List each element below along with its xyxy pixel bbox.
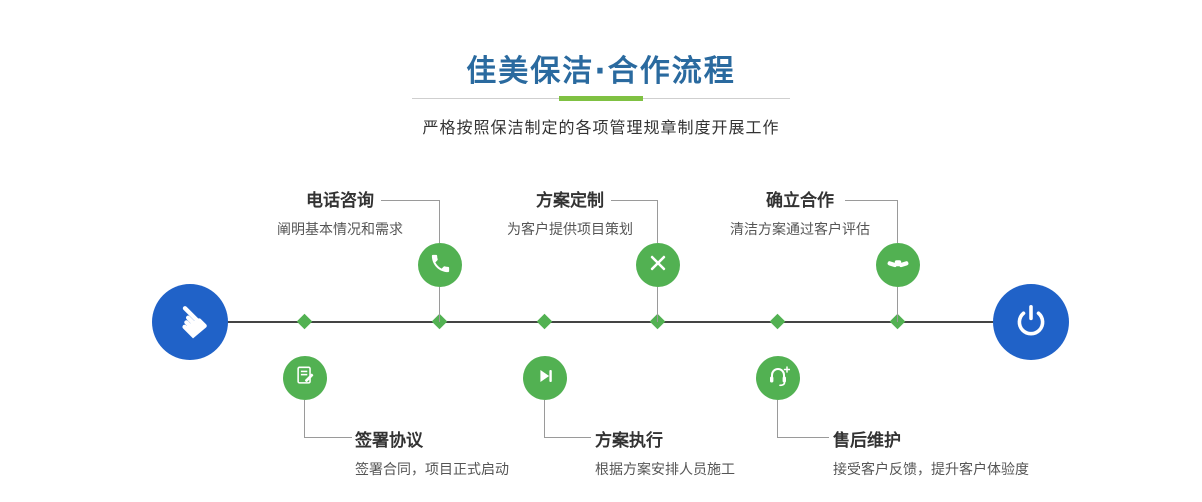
step-label-cooperation: 确立合作 清洁方案通过客户评估 — [705, 186, 895, 239]
flow-line — [226, 321, 996, 323]
connector — [304, 437, 352, 438]
page-title: 佳美保洁·合作流程 — [466, 54, 736, 89]
phone-icon — [429, 252, 452, 279]
title-divider — [412, 96, 790, 101]
flow-start-node: ☚ — [152, 284, 228, 360]
connector — [657, 200, 658, 243]
step-node-contract — [283, 356, 327, 400]
step-node-execute — [523, 356, 567, 400]
flow-diamond — [296, 313, 313, 330]
flow-end-node — [993, 284, 1069, 360]
step-desc: 清洁方案通过客户评估 — [730, 222, 870, 238]
connector — [544, 437, 591, 438]
headset-icon — [766, 364, 791, 392]
step-title: 方案执行 — [595, 431, 663, 451]
contract-icon — [294, 365, 316, 391]
connector — [897, 200, 898, 243]
step-node-aftersales — [756, 356, 800, 400]
step-label-execute: 方案执行 根据方案安排人员施工 — [595, 426, 815, 479]
step-node-handshake — [876, 243, 920, 287]
connector — [439, 287, 440, 322]
pointing-hand-icon: ☚ — [159, 291, 221, 353]
step-desc: 签署合同，项目正式启动 — [355, 462, 509, 478]
step-label-design: 方案定制 为客户提供项目策划 — [480, 186, 660, 239]
step-title: 确立合作 — [766, 191, 834, 211]
step-label-contract: 签署协议 签署合同，项目正式启动 — [355, 426, 585, 479]
flow-diamond — [536, 313, 553, 330]
connector — [777, 400, 778, 437]
power-icon — [1012, 301, 1050, 343]
design-tools-icon — [647, 252, 669, 278]
step-title: 售后维护 — [833, 431, 901, 451]
connector — [304, 400, 305, 437]
step-title: 签署协议 — [355, 431, 423, 451]
step-title: 方案定制 — [536, 191, 604, 211]
connector — [544, 400, 545, 437]
step-label-aftersales: 售后维护 接受客户反馈，提升客户体验度 — [833, 426, 1093, 479]
step-label-phone: 电话咨询 阐明基本情况和需求 — [245, 186, 435, 239]
step-node-phone — [418, 243, 462, 287]
connector — [611, 200, 658, 201]
handshake-icon — [886, 251, 910, 279]
connector — [657, 287, 658, 322]
title-divider-accent — [559, 96, 643, 101]
step-desc: 阐明基本情况和需求 — [277, 222, 403, 238]
page-subtitle: 严格按照保洁制定的各项管理规章制度开展工作 — [422, 118, 780, 137]
step-title: 电话咨询 — [306, 191, 374, 211]
connector — [897, 287, 898, 322]
step-node-design — [636, 243, 680, 287]
step-desc: 为客户提供项目策划 — [507, 222, 633, 238]
step-desc: 根据方案安排人员施工 — [595, 462, 735, 478]
step-desc: 接受客户反馈，提升客户体验度 — [833, 462, 1029, 478]
connector — [777, 437, 829, 438]
connector — [381, 200, 440, 201]
play-icon — [534, 365, 556, 391]
flow-diamond — [769, 313, 786, 330]
connector — [845, 200, 898, 201]
connector — [439, 200, 440, 243]
